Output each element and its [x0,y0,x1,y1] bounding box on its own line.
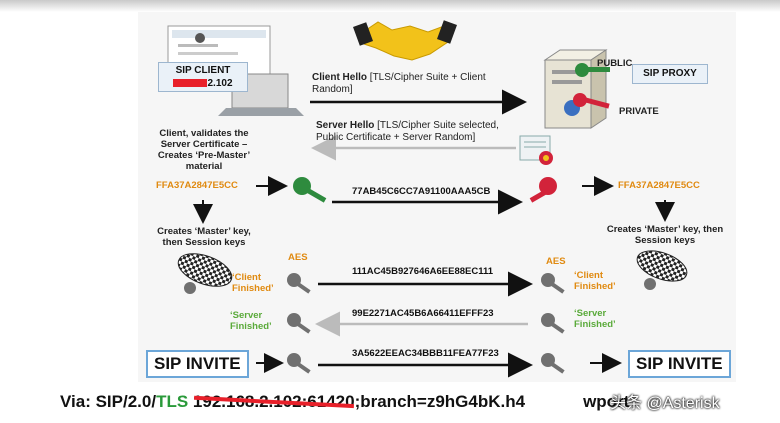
client-hello-label: Client Hello [TLS/Cipher Suite + Client … [312,72,522,96]
server-key-hex: FFA37A2847E5CC [618,180,700,191]
client-creates-master: Creates ‘Master’ key, then Session keys [157,226,251,248]
top-shadow-bar [0,0,780,12]
sip-invite-right: SIP INVITE [628,350,731,378]
server-hello-label: Server Hello [TLS/Cipher Suite selected,… [316,120,516,144]
watermark: 头条 @Asterisk [610,395,720,412]
via-header-line: Via: SIP/2.0/TLS 192.168.2.102:61420;bra… [60,392,629,412]
sip-client-ip: 2.102 [159,77,247,90]
client-key-hex: FFA37A2847E5CC [156,180,238,191]
aes-label-left: AES [288,252,308,263]
checkered-key-icon [636,250,688,290]
key-icon [529,177,557,203]
via-suffix: ;branch=z9hG4bK.h4 [354,392,526,411]
client-hello-bold: Client Hello [312,72,368,83]
key-icon [287,273,565,374]
client-finished-hex: 111AC45B927646A6EE88EC111 [352,266,494,277]
premaster-hex: 77AB45C6CC7A91100AAA5CB [352,186,491,197]
key-icon [293,177,327,203]
sip-proxy-box: SIP PROXY [632,64,708,84]
client-finished-right: ‘Client Finished’ [574,270,616,292]
handshake-icon [353,20,457,61]
checkered-key-icon [177,253,233,294]
via-prefix: Via: SIP/2.0/ [60,392,157,411]
server-finished-right: ‘Server Finished’ [574,308,616,330]
server-hello-text: [TLS/Cipher Suite selected, Public Certi… [316,120,499,143]
server-creates-master: Creates ‘Master’ key, then Session keys [606,224,724,246]
certificate-icon [519,135,553,165]
invite-hex: 3A5622EEAC34BBB11FEA77F23 [352,348,499,359]
server-icon [543,49,608,129]
client-finished-left: ‘Client Finished’ [232,272,274,294]
sip-client-ip-text: 2.102 [207,78,233,89]
server-finished-left: ‘Server Finished’ [230,310,272,332]
server-finished-hex: 99E2271AC45B6A66411EFFF23 [352,308,494,319]
server-hello-bold: Server Hello [316,120,375,131]
client-hello-text: [TLS/Cipher Suite + Client Random] [312,72,486,95]
client-validates-text: Client, validates the Server Certificate… [157,128,251,172]
aes-label-right: AES [546,256,566,267]
sip-client-box: SIP CLIENT 2.102 [158,62,248,92]
key-icon [573,63,610,109]
redaction-mark [173,79,208,88]
private-label: PRIVATE [619,106,659,117]
sip-client-label: SIP CLIENT [175,65,231,76]
sip-invite-left: SIP INVITE [146,350,249,378]
via-tail: wport [583,392,630,411]
via-transport: TLS [156,392,189,411]
public-label: PUBLIC [597,58,633,69]
via-redacted-part: 192.168.2.102:61420 [188,392,355,411]
